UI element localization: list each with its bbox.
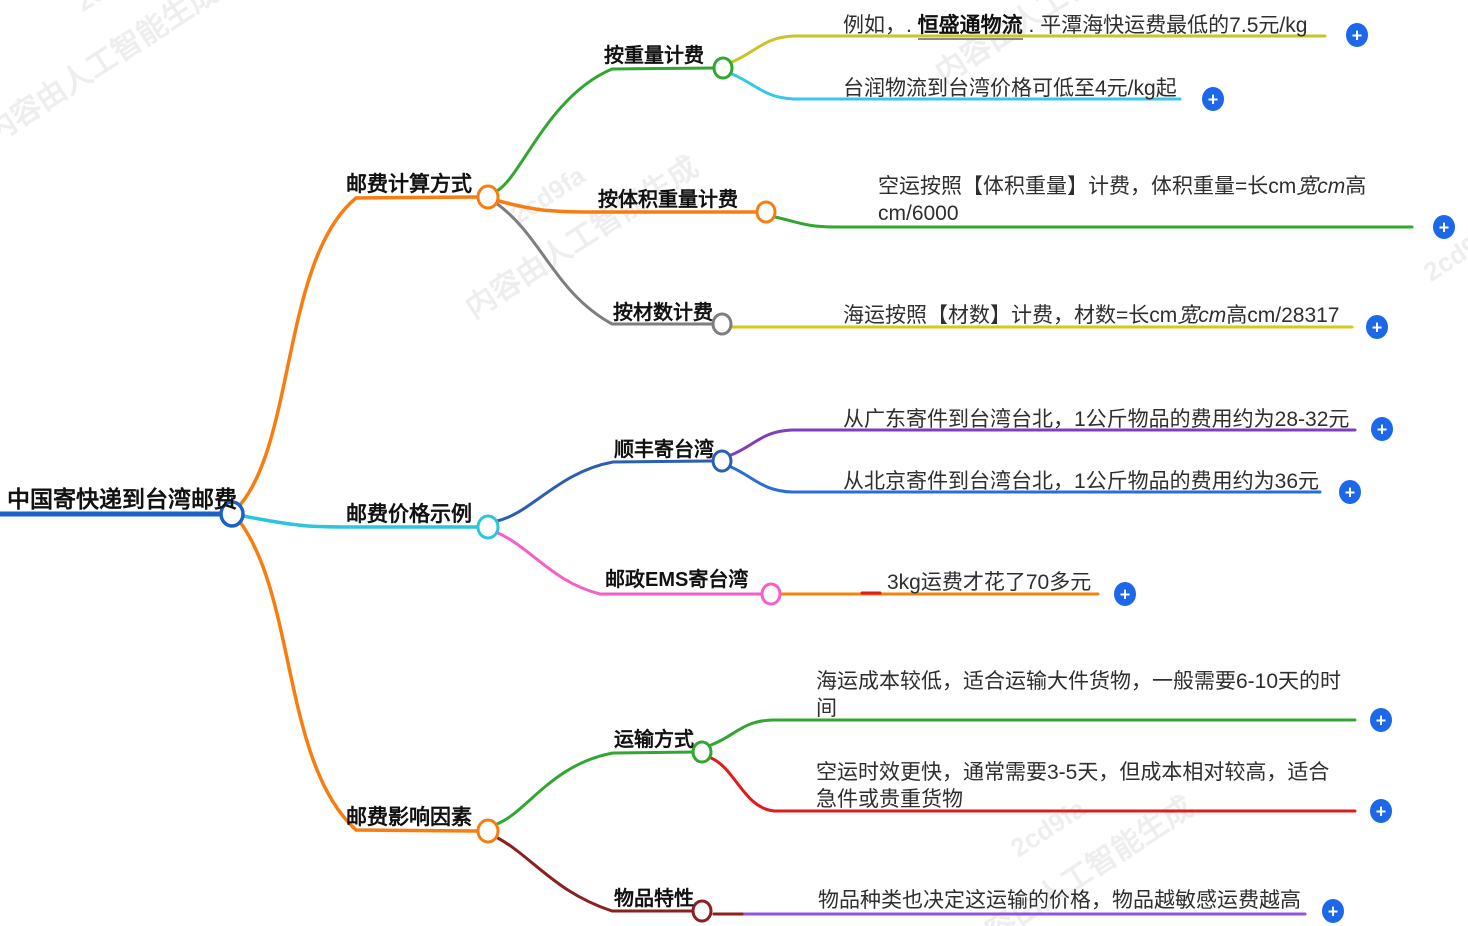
leaf-text-part2: 高cm/6000 <box>878 175 1367 225</box>
branch-calc-label[interactable]: 邮费计算方式 <box>346 173 472 196</box>
node-toggle-weight[interactable] <box>712 56 734 80</box>
edge-leaf-tairun <box>730 72 1182 101</box>
leaf-text-italic: 宽cm <box>1296 175 1346 198</box>
node-caishu-label[interactable]: 按材数计费 <box>613 302 713 324</box>
node-sf-label[interactable]: 顺丰寄台湾 <box>614 439 714 461</box>
edge-sf <box>495 459 714 523</box>
expand-button[interactable]: + <box>1114 582 1136 606</box>
plus-icon: + <box>1352 26 1363 46</box>
node-goods-label[interactable]: 物品特性 <box>614 888 694 910</box>
edge-leaf-guangdong <box>729 428 1357 457</box>
expand-button[interactable]: + <box>1370 708 1392 732</box>
node-toggle-volume[interactable] <box>755 200 777 224</box>
edge-goods <box>494 835 698 913</box>
leaf-beijing[interactable]: 从北京寄件到台湾台北，1公斤物品的费用约为36元 <box>843 470 1320 493</box>
edge-branch-2 <box>241 514 480 529</box>
expand-button[interactable]: + <box>1371 417 1393 441</box>
node-toggle-factor[interactable] <box>476 818 500 844</box>
leaf-brand-text: 恒盛通物流 <box>917 14 1023 40</box>
node-toggle-sf[interactable] <box>711 449 733 473</box>
edge-leaf-air <box>709 756 1357 813</box>
leaf-guangdong[interactable]: 从广东寄件到台湾台北，1公斤物品的费用约为28-32元 <box>843 408 1350 431</box>
node-toggle-root[interactable] <box>219 500 245 528</box>
node-toggle-ems[interactable] <box>760 582 782 606</box>
expand-button[interactable]: + <box>1322 899 1344 923</box>
branch-price-label[interactable]: 邮费价格示例 <box>346 503 472 526</box>
leaf-caishu-formula[interactable]: 海运按照【材数】计费，材数=长cm宽cm高cm/28317 <box>843 302 1340 329</box>
plus-icon: + <box>1376 711 1387 731</box>
edge-ems <box>494 530 762 596</box>
node-transport-label[interactable]: 运输方式 <box>614 729 694 751</box>
edge-caishu <box>494 201 716 326</box>
plus-icon: + <box>1377 420 1388 440</box>
plus-icon: + <box>1439 218 1450 238</box>
leaf-text-prefix: 例如，. <box>843 14 918 37</box>
node-toggle-transport[interactable] <box>691 740 713 764</box>
node-ems-label[interactable]: 邮政EMS寄台湾 <box>605 569 749 591</box>
edge-transport <box>495 750 698 826</box>
node-weight-label[interactable]: 按重量计费 <box>604 45 704 67</box>
node-toggle-caishu[interactable] <box>711 312 733 336</box>
plus-icon: + <box>1376 802 1387 822</box>
root-node-label[interactable]: 中国寄快递到台湾邮费 <box>7 486 237 512</box>
leaf-hengsheng[interactable]: 例如，. 恒盛通物流 . 平潭海快运费最低的7.5元/kg <box>843 12 1308 40</box>
plus-icon: + <box>1208 90 1219 110</box>
edge-leaf-hengsheng <box>730 34 1327 64</box>
leaf-text-part2: 高cm/28317 <box>1226 304 1340 327</box>
expand-button[interactable]: + <box>1433 215 1455 239</box>
plus-icon: + <box>1345 483 1356 503</box>
edge-leaf-beijing <box>729 465 1322 494</box>
edge-volume <box>497 199 760 214</box>
leaf-air-transport[interactable]: 空运时效更快，通常需要3-5天，但成本相对较高，适合急件或贵重货物 <box>816 761 1330 811</box>
plus-icon: + <box>1120 585 1131 605</box>
leaf-text-part1: 海运按照【材数】计费，材数=长cm <box>843 304 1178 327</box>
leaf-ems-cost[interactable]: 3kg运费才花了70多元 <box>887 571 1092 594</box>
node-toggle-goods[interactable] <box>691 899 713 923</box>
edge-branch-1 <box>238 195 480 507</box>
node-toggle-calc[interactable] <box>476 184 500 210</box>
expand-button[interactable]: + <box>1339 480 1361 504</box>
node-toggle-price[interactable] <box>476 514 500 540</box>
leaf-volume-formula[interactable]: 空运按照【体积重量】计费，体积重量=长cm宽cm高cm/6000 <box>878 173 1398 227</box>
plus-icon: + <box>1372 318 1383 338</box>
expand-button[interactable]: + <box>1370 799 1392 823</box>
edge-leaf-sea <box>709 718 1357 747</box>
plus-icon: + <box>1328 902 1339 922</box>
edge-weight <box>495 66 717 193</box>
leaf-text-suffix: . 平潭海快运费最低的7.5元/kg <box>1022 14 1308 37</box>
leaf-tairun[interactable]: 台润物流到台湾价格可低至4元/kg起 <box>843 77 1177 100</box>
expand-button[interactable]: + <box>1202 87 1224 111</box>
leaf-text-italic: 宽cm <box>1177 304 1227 327</box>
branch-factor-label[interactable]: 邮费影响因素 <box>346 806 472 829</box>
edge-branch-3 <box>238 520 480 833</box>
edge-leaf-volume <box>773 215 1414 229</box>
leaf-goods-type[interactable]: 物品种类也决定这运输的价格，物品越敏感运费越高 <box>818 889 1301 912</box>
expand-button[interactable]: + <box>1346 23 1368 47</box>
expand-button[interactable]: + <box>1366 315 1388 339</box>
leaf-sea-transport[interactable]: 海运成本较低，适合运输大件货物，一般需要6-10天的时间 <box>816 670 1342 720</box>
node-volume-label[interactable]: 按体积重量计费 <box>598 189 738 211</box>
leaf-text-part1: 空运按照【体积重量】计费，体积重量=长cm <box>878 175 1297 198</box>
